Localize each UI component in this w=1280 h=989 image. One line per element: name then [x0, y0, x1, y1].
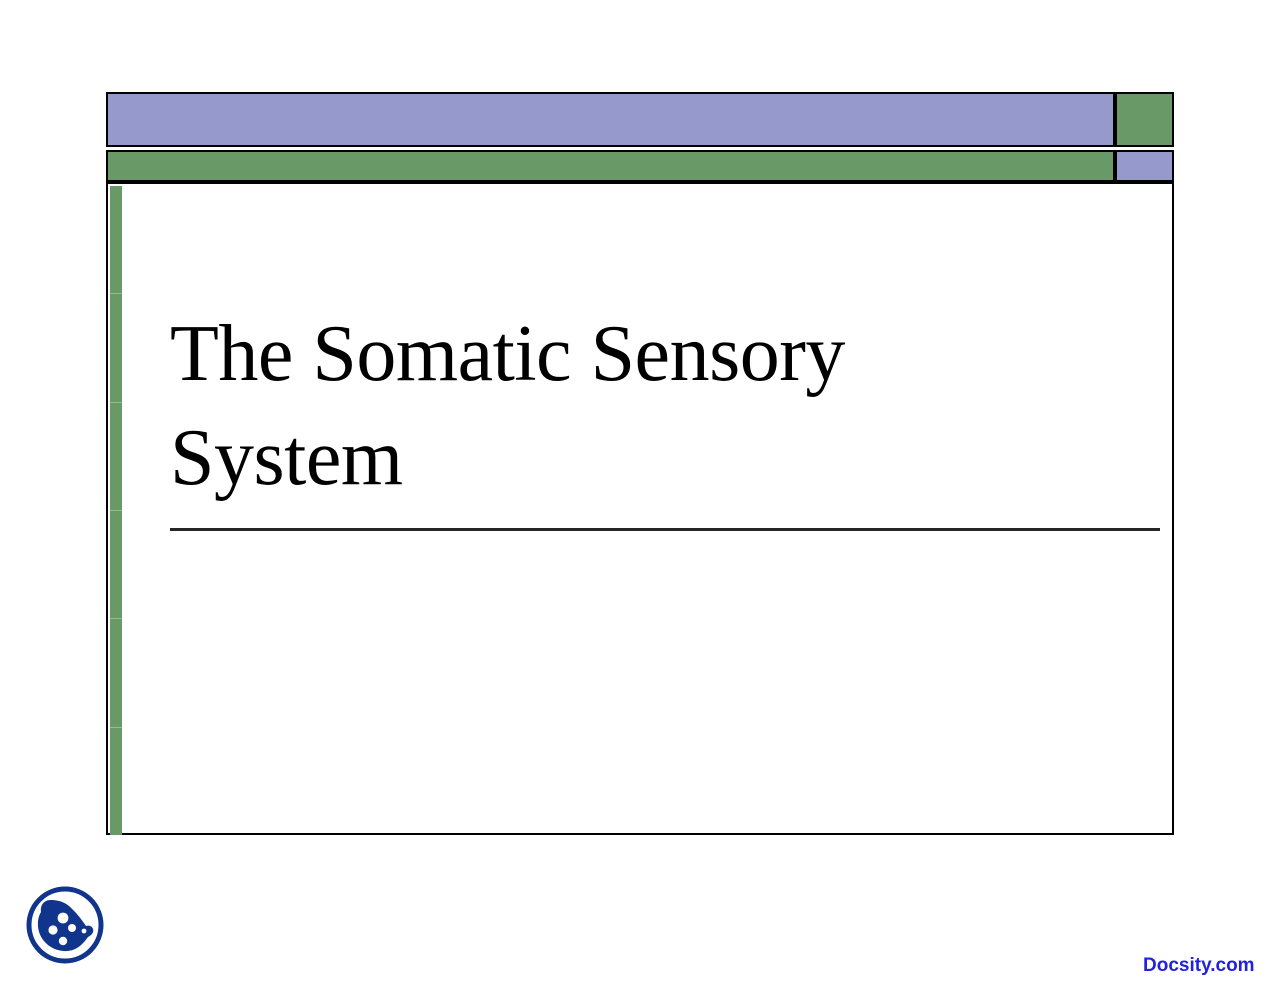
side-strip-segment	[110, 186, 122, 295]
side-strip-segment	[110, 294, 122, 403]
purple-corner-block	[1115, 150, 1174, 182]
docsity-logo-icon	[24, 884, 106, 966]
docsity-brand-label[interactable]: Docsity.com	[1143, 955, 1255, 976]
slide-frame: The Somatic Sensory System	[106, 92, 1174, 835]
purple-banner	[106, 92, 1115, 147]
slide-content-area: The Somatic Sensory System	[106, 182, 1174, 835]
side-strip-segment	[110, 728, 122, 835]
title-block: The Somatic Sensory System	[170, 302, 1160, 531]
side-strip-segment	[110, 511, 122, 620]
title-divider-rule	[170, 528, 1160, 531]
side-strip-segment	[110, 619, 122, 728]
side-strip-segment	[110, 403, 122, 511]
page-title: The Somatic Sensory System	[170, 310, 845, 502]
green-corner-block	[1115, 92, 1174, 147]
green-banner	[106, 150, 1115, 182]
green-side-strip	[110, 186, 122, 835]
